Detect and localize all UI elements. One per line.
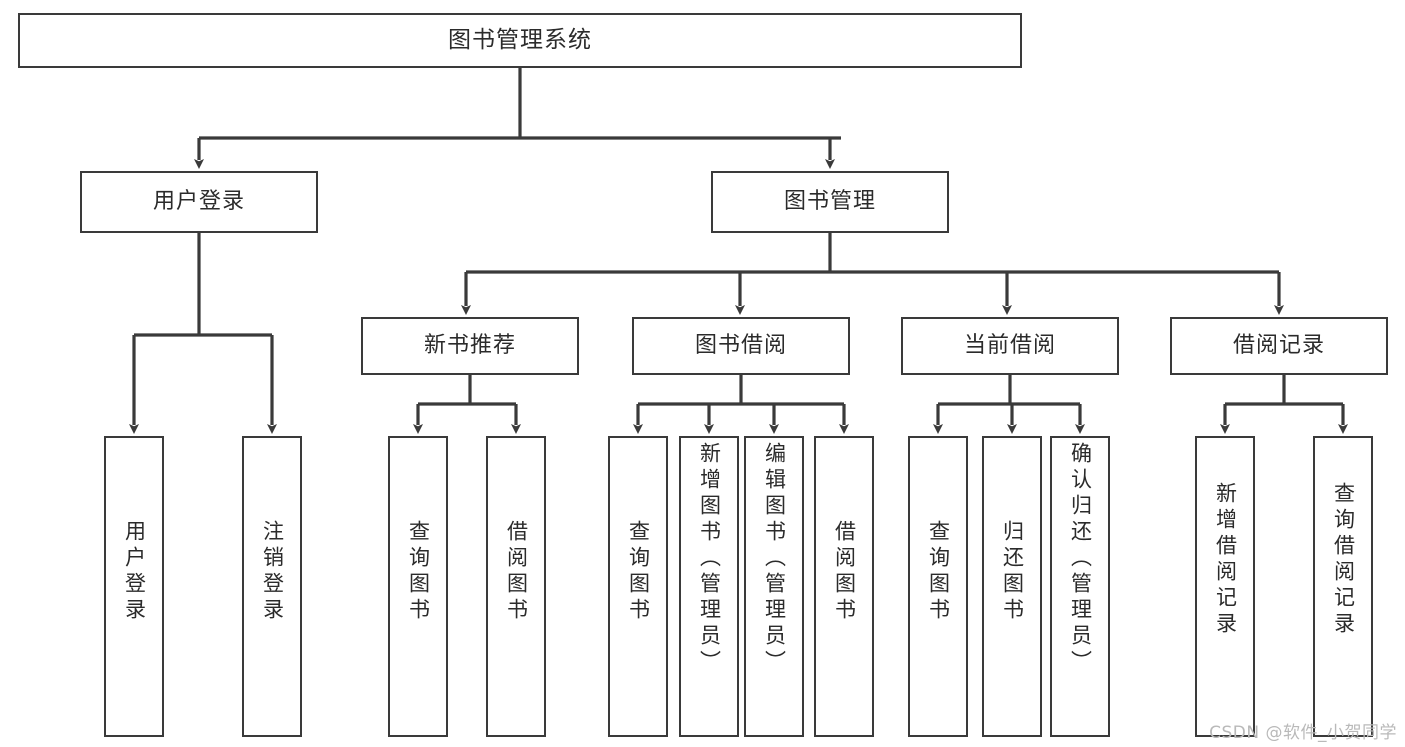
node-label: 图书管理系统 bbox=[448, 26, 592, 53]
node-label: 查询图书 bbox=[626, 520, 651, 624]
node-label: 图书借阅 bbox=[694, 332, 787, 358]
node-label: 用户登录 bbox=[122, 520, 147, 624]
node-leaf-current-return-book[interactable]: 归还图书 bbox=[982, 436, 1042, 737]
node-leaf-borrow-query-book[interactable]: 查询图书 bbox=[608, 436, 668, 737]
node-leaf-current-confirm-return-admin[interactable]: 确认归还（管理员） bbox=[1050, 436, 1110, 737]
node-label: 新增图书（管理员） bbox=[697, 442, 722, 676]
node-label: 图书管理 bbox=[783, 188, 876, 214]
node-label: 借阅图书 bbox=[504, 520, 529, 624]
node-leaf-record-query[interactable]: 查询借阅记录 bbox=[1313, 436, 1373, 737]
node-leaf-user-login[interactable]: 用户登录 bbox=[104, 436, 164, 737]
node-label: 归还图书 bbox=[1000, 520, 1025, 624]
node-label: 新增借阅记录 bbox=[1213, 482, 1238, 638]
node-leaf-recommend-query-book[interactable]: 查询图书 bbox=[388, 436, 448, 737]
node-label: 借阅记录 bbox=[1232, 332, 1325, 358]
csdn-watermark: CSDN @软件_小贺同学 bbox=[1209, 723, 1397, 743]
node-leaf-current-query-book[interactable]: 查询图书 bbox=[908, 436, 968, 737]
node-label: 查询图书 bbox=[406, 520, 431, 624]
node-new-book-recommend[interactable]: 新书推荐 bbox=[361, 317, 579, 375]
node-leaf-borrow-edit-book-admin[interactable]: 编辑图书（管理员） bbox=[744, 436, 804, 737]
node-label: 借阅图书 bbox=[832, 520, 857, 624]
node-book-manage[interactable]: 图书管理 bbox=[711, 171, 949, 233]
node-leaf-borrow-borrow-book[interactable]: 借阅图书 bbox=[814, 436, 874, 737]
node-label: 确认归还（管理员） bbox=[1068, 442, 1093, 676]
node-user-login[interactable]: 用户登录 bbox=[80, 171, 318, 233]
node-leaf-user-logout[interactable]: 注销登录 bbox=[242, 436, 302, 737]
node-label: 查询图书 bbox=[926, 520, 951, 624]
node-root[interactable]: 图书管理系统 bbox=[18, 13, 1022, 68]
node-book-borrow[interactable]: 图书借阅 bbox=[632, 317, 850, 375]
node-label: 编辑图书（管理员） bbox=[762, 442, 787, 676]
node-leaf-recommend-borrow-book[interactable]: 借阅图书 bbox=[486, 436, 546, 737]
node-label: 查询借阅记录 bbox=[1331, 482, 1356, 638]
node-label: 注销登录 bbox=[260, 520, 285, 624]
node-borrow-record[interactable]: 借阅记录 bbox=[1170, 317, 1388, 375]
node-label: 新书推荐 bbox=[423, 332, 516, 358]
node-label: 用户登录 bbox=[152, 188, 245, 214]
node-leaf-borrow-add-book-admin[interactable]: 新增图书（管理员） bbox=[679, 436, 739, 737]
node-current-borrow[interactable]: 当前借阅 bbox=[901, 317, 1119, 375]
node-leaf-record-add[interactable]: 新增借阅记录 bbox=[1195, 436, 1255, 737]
node-label: 当前借阅 bbox=[963, 332, 1056, 358]
